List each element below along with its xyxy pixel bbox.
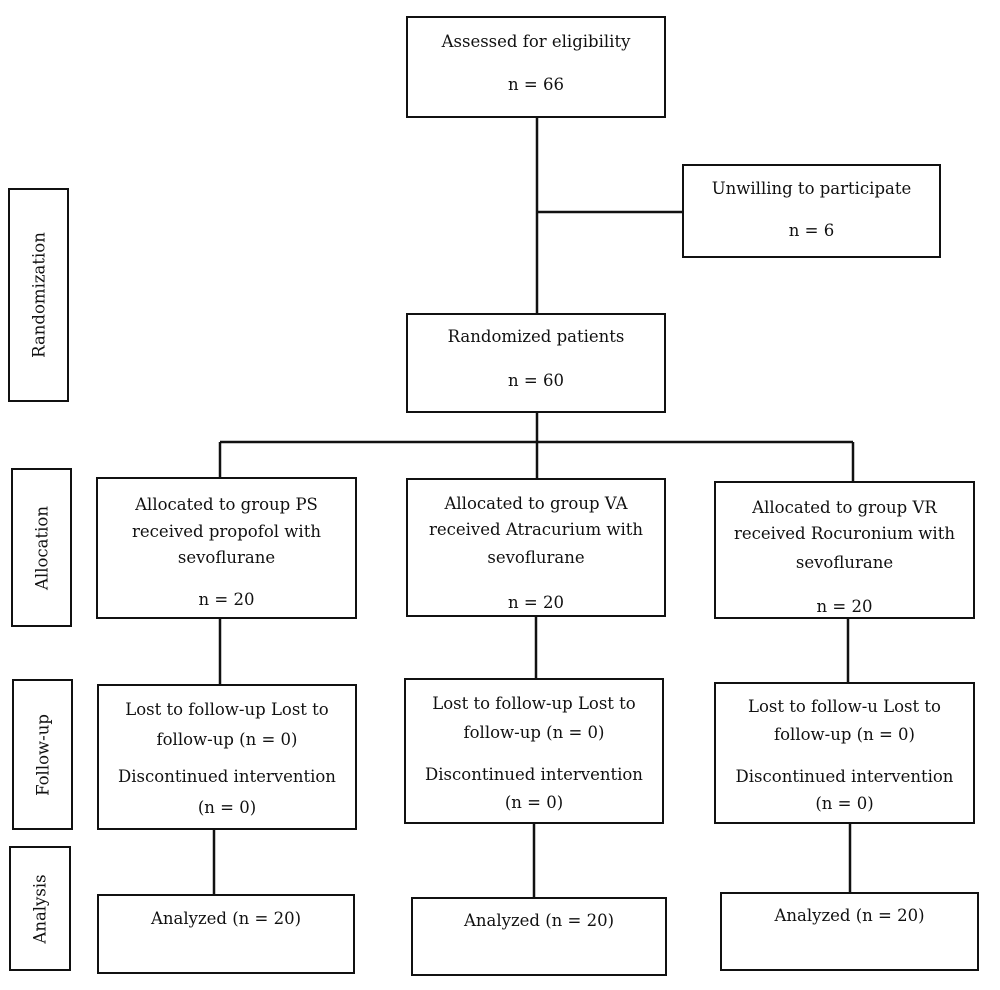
excluded-box: Unwilling to participate n = 6 — [682, 164, 941, 258]
followup-box-va: Lost to follow-up Lost to follow-up (n =… — [404, 678, 664, 824]
followup-line-1: Lost to follow-up Lost to — [125, 700, 329, 719]
followup-line-2: follow-up (n = 0) — [774, 725, 915, 744]
allocation-line-3: sevoflurane — [487, 548, 585, 567]
stage-label-allocation: Allocation — [11, 468, 72, 627]
followup-line-1: Lost to follow-u Lost to — [748, 697, 941, 716]
allocation-count: n = 20 — [508, 593, 564, 612]
allocation-line-3: sevoflurane — [795, 553, 894, 572]
randomized-title: Randomized patients — [447, 327, 625, 346]
followup-line-4: (n = 0) — [815, 794, 874, 813]
followup-box-vr: Lost to follow-u Lost to follow-up (n = … — [714, 682, 975, 824]
allocation-line-1: Allocated to group PS — [135, 495, 318, 514]
analysis-count: Analyzed (n = 20) — [463, 911, 615, 930]
eligibility-box: Assessed for eligibility n = 66 — [406, 16, 666, 118]
randomized-box: Randomized patients n = 60 — [406, 313, 666, 413]
followup-line-2: follow-up (n = 0) — [463, 723, 605, 742]
followup-line-2: follow-up (n = 0) — [156, 730, 298, 749]
followup-line-4: (n = 0) — [504, 793, 564, 812]
analysis-count: Analyzed (n = 20) — [150, 909, 302, 928]
analysis-box-va: Analyzed (n = 20) — [411, 897, 667, 976]
followup-line-3: Discontinued intervention — [735, 767, 954, 786]
allocation-line-3: sevoflurane — [177, 548, 276, 567]
excluded-count: n = 6 — [788, 221, 835, 240]
randomized-count: n = 60 — [508, 371, 564, 390]
allocation-count: n = 20 — [816, 597, 873, 616]
analysis-box-ps: Analyzed (n = 20) — [97, 894, 355, 974]
allocation-count: n = 20 — [198, 590, 255, 609]
allocation-line-2: received Atracurium with — [428, 520, 644, 539]
stage-label-follow-up: Follow-up — [12, 679, 73, 830]
followup-line-3: Discontinued intervention — [118, 767, 336, 786]
stage-label-analysis: Analysis — [9, 846, 71, 971]
stage-label-randomization: Randomization — [8, 188, 69, 402]
followup-line-1: Lost to follow-up Lost to — [432, 694, 636, 713]
allocation-line-1: Allocated to group VR — [752, 498, 937, 517]
analysis-box-vr: Analyzed (n = 20) — [720, 892, 979, 971]
followup-line-3: Discontinued intervention — [425, 765, 643, 784]
followup-box-ps: Lost to follow-up Lost to follow-up (n =… — [97, 684, 357, 830]
allocation-box-vr: Allocated to group VR received Rocuroniu… — [714, 481, 975, 619]
eligibility-count: n = 66 — [508, 75, 564, 94]
eligibility-title: Assessed for eligibility — [441, 32, 631, 51]
allocation-line-2: received Rocuronium with — [734, 524, 955, 543]
allocation-box-va: Allocated to group VA received Atracuriu… — [406, 478, 666, 617]
allocation-box-ps: Allocated to group PS received propofol … — [96, 477, 357, 619]
allocation-line-1: Allocated to group VA — [444, 494, 628, 513]
excluded-title: Unwilling to participate — [711, 179, 912, 198]
analysis-count: Analyzed (n = 20) — [774, 906, 925, 925]
followup-line-4: (n = 0) — [197, 798, 257, 817]
allocation-line-2: received propofol with — [132, 522, 321, 541]
